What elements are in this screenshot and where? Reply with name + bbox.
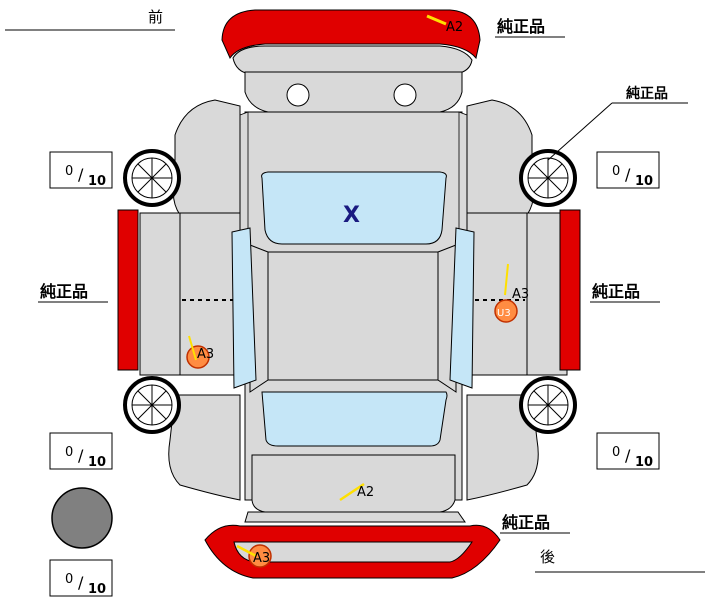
spare-tire <box>51 487 113 549</box>
trunk[interactable] <box>251 454 456 513</box>
front-bumper[interactable] <box>221 9 481 60</box>
left-rear-door-mark-stroke <box>188 335 197 361</box>
rear-window[interactable] <box>261 391 448 447</box>
rear-right-wheel <box>519 376 577 434</box>
genuine-label-front-bumper: 純正品 <box>497 17 545 36</box>
svg-text:0: 0 <box>612 445 620 460</box>
genuine-label-right-upper-leader <box>547 102 613 161</box>
tire-score-front-left: 0 / 10 <box>49 151 113 189</box>
tire-score-rear-left: 0 / 10 <box>49 432 113 470</box>
right-rear-door-badge-circle <box>494 299 518 323</box>
windshield-damage-mark: X <box>343 203 360 228</box>
left-doors[interactable] <box>139 212 241 376</box>
right-front-fender[interactable] <box>466 99 535 216</box>
svg-text:10: 10 <box>635 174 653 189</box>
front-bumper-damage-mark: A2 <box>446 20 463 35</box>
front-bumper-mark-stroke <box>426 14 447 26</box>
front-label: 前 <box>148 8 163 26</box>
rear-bumper-mark-circle <box>248 544 272 568</box>
svg-text:/: / <box>78 446 84 465</box>
genuine-label-right-side: 純正品 <box>592 282 640 301</box>
svg-text:/: / <box>625 446 631 465</box>
rear-bumper-lower <box>233 541 473 563</box>
rear-bumper-inner <box>244 511 466 523</box>
right-a-pillar <box>458 111 468 241</box>
genuine-label-rear-bumper: 純正品 <box>502 513 550 532</box>
svg-text:10: 10 <box>88 582 106 597</box>
svg-text:10: 10 <box>88 174 106 189</box>
front-left-wheel <box>123 149 181 207</box>
left-headlight <box>286 83 310 107</box>
windshield[interactable] <box>261 171 447 245</box>
svg-text:/: / <box>78 165 84 184</box>
left-side-windows[interactable] <box>231 227 257 389</box>
tire-score-spare: 0 / 10 <box>49 559 113 597</box>
front-bumper-inner <box>232 45 473 75</box>
left-rear-quarter[interactable] <box>168 394 241 501</box>
right-rear-door-badge: U3 <box>497 308 511 319</box>
right-rear-door-damage-mark: A3 <box>512 287 529 302</box>
right-headlight <box>393 83 417 107</box>
genuine-label-left-side: 純正品 <box>40 282 88 301</box>
rear-bumper-mark-stroke <box>236 544 257 558</box>
left-side-molding[interactable] <box>117 209 139 371</box>
trunk-damage-mark: A2 <box>357 485 374 500</box>
right-doors[interactable] <box>466 212 568 376</box>
tire-score-front-right: 0 / 10 <box>596 151 660 189</box>
left-a-pillar <box>239 111 249 241</box>
hood-front-panel[interactable] <box>244 71 463 113</box>
svg-text:/: / <box>625 165 631 184</box>
genuine-label-right-upper: 純正品 <box>626 85 668 102</box>
svg-text:/: / <box>78 573 84 592</box>
svg-text:0: 0 <box>65 164 73 179</box>
svg-text:0: 0 <box>65 572 73 587</box>
rear-left-wheel <box>123 376 181 434</box>
tire-score-rear-right: 0 / 10 <box>596 432 660 470</box>
rear-label: 後 <box>540 548 555 566</box>
svg-text:0: 0 <box>65 445 73 460</box>
front-right-wheel <box>519 149 577 207</box>
left-front-fender[interactable] <box>172 99 241 216</box>
rear-bumper-damage-mark: A3 <box>253 551 270 566</box>
svg-text:10: 10 <box>635 455 653 470</box>
left-rear-door-damage-mark: A3 <box>197 347 214 362</box>
roof[interactable] <box>267 251 439 381</box>
right-side-windows[interactable] <box>449 227 475 389</box>
right-rear-quarter[interactable] <box>466 394 539 501</box>
svg-text:10: 10 <box>88 455 106 470</box>
right-side-molding[interactable] <box>559 209 581 371</box>
trunk-mark-stroke <box>339 482 365 502</box>
svg-text:0: 0 <box>612 164 620 179</box>
right-door-mark-stroke <box>504 263 509 296</box>
